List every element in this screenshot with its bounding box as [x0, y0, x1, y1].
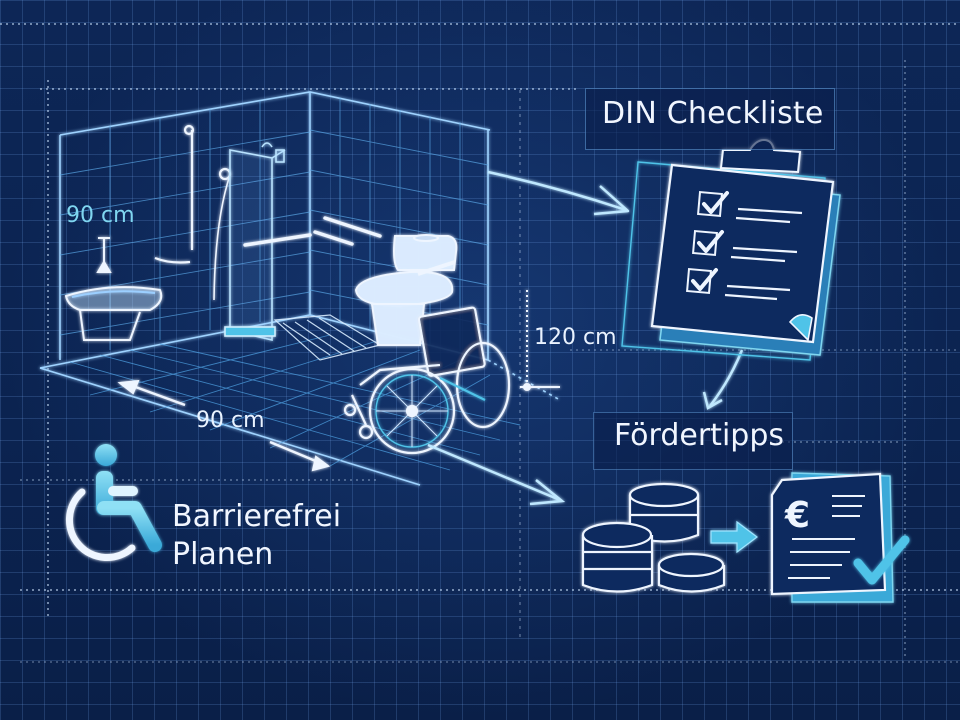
clipboard-checklist-icon [621, 138, 841, 361]
funding-tips-panel [593, 412, 793, 470]
brand-title-line1: Barrierefrei [172, 499, 342, 534]
svg-text:€: € [784, 495, 810, 536]
wheelchair-illustration [343, 306, 511, 455]
flow-arrows [427, 170, 744, 506]
dimension-lines [117, 290, 560, 472]
floor-width-dimension: 90 cm [196, 408, 265, 433]
din-checklist-panel [585, 88, 835, 150]
brand-title: Barrierefrei Planen [172, 498, 341, 574]
coin-stacks-icon [581, 482, 726, 593]
checkmark-icon [853, 535, 910, 585]
toilet-icon [354, 234, 458, 346]
arrow-right-icon [710, 520, 758, 554]
brand-title-line2: Planen [172, 537, 274, 572]
wheelchair-accessibility-icon [66, 444, 162, 561]
sink-icon [64, 237, 163, 341]
sink-height-dimension: 90 cm [66, 203, 135, 228]
shower-drain-grate [273, 314, 382, 361]
funding-tips-title: Fördertipps [614, 418, 784, 453]
floor-tiles [69, 334, 521, 471]
grab-bars [243, 216, 382, 247]
din-checklist-title: DIN Checkliste [602, 96, 824, 131]
construction-lines [0, 23, 960, 663]
shower-icon [154, 124, 232, 301]
toilet-clearance-dimension: 120 cm [534, 325, 617, 350]
